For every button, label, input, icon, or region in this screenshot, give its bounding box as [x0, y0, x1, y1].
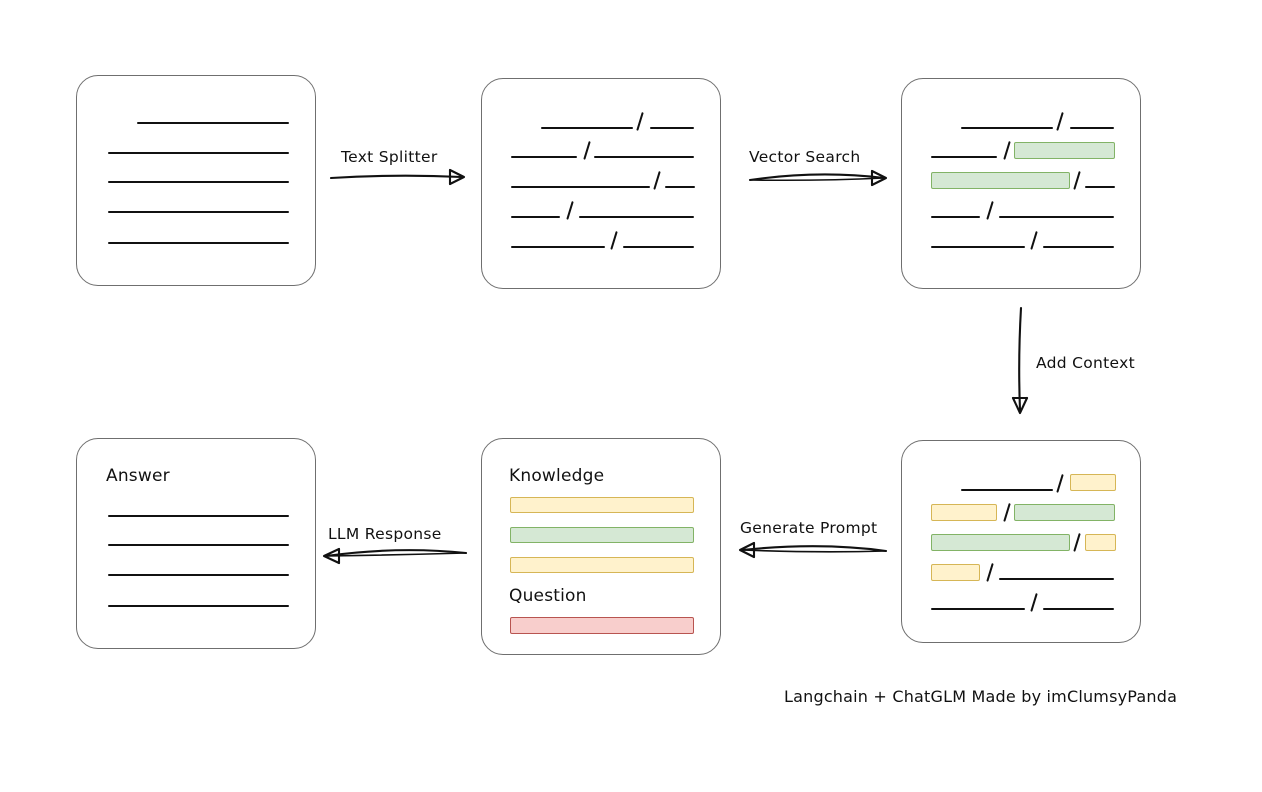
- text-segment: [999, 578, 1114, 580]
- text-segment: [999, 216, 1114, 218]
- text-segment: [1043, 608, 1114, 610]
- text-segment: [579, 216, 694, 218]
- arrow-add-context: [1011, 306, 1029, 415]
- footer-credit: Langchain + ChatGLM Made by imClumsyPand…: [784, 687, 1178, 706]
- context-added-lines: [902, 441, 1140, 642]
- slash-separator: [636, 112, 645, 131]
- text-line: [137, 122, 289, 124]
- text-segment: [623, 246, 694, 248]
- text-line: [108, 211, 289, 213]
- context-chip-yellow[interactable]: [1085, 534, 1116, 551]
- node-answer-box[interactable]: Answer: [76, 438, 316, 649]
- answer-box-content: Answer: [77, 439, 315, 648]
- slash-separator: [1003, 141, 1012, 160]
- text-segment: [1070, 127, 1114, 129]
- arrow-text-splitter: [329, 168, 466, 186]
- slash-separator: [1056, 112, 1065, 131]
- knowledge-chip-green[interactable]: [510, 527, 694, 543]
- text-segment: [511, 216, 560, 218]
- slash-separator: [653, 171, 662, 190]
- text-segment: [594, 156, 694, 158]
- slash-separator: [566, 201, 575, 220]
- knowledge-label: Knowledge: [509, 466, 605, 486]
- text-segment: [931, 246, 1025, 248]
- node-prompt-box[interactable]: Knowledge Question: [481, 438, 721, 655]
- slash-separator: [1030, 593, 1039, 612]
- edge-label-generate-prompt: Generate Prompt: [740, 519, 878, 537]
- slash-separator: [1030, 231, 1039, 250]
- retrieved-chip-green[interactable]: [931, 172, 1070, 189]
- text-segment: [511, 156, 577, 158]
- question-chip-red[interactable]: [510, 617, 694, 634]
- slash-separator: [1003, 503, 1012, 522]
- text-line: [108, 515, 289, 517]
- slash-separator: [986, 563, 995, 582]
- retrieved-chunks-lines: [902, 79, 1140, 288]
- knowledge-chip-yellow[interactable]: [510, 557, 694, 573]
- slash-separator: [1056, 474, 1065, 493]
- edge-label-vector-search: Vector Search: [749, 148, 861, 166]
- arrow-vector-search: [748, 169, 888, 187]
- context-chip-yellow[interactable]: [931, 564, 980, 581]
- text-segment: [1043, 246, 1114, 248]
- knowledge-chip-yellow[interactable]: [510, 497, 694, 513]
- slash-separator: [986, 201, 995, 220]
- edge-label-add-context: Add Context: [1036, 354, 1135, 372]
- text-segment: [931, 216, 980, 218]
- text-segment: [1085, 186, 1115, 188]
- text-segment: [665, 186, 695, 188]
- text-segment: [511, 186, 650, 188]
- text-line: [108, 242, 289, 244]
- split-chunks-lines: [482, 79, 720, 288]
- text-line: [108, 544, 289, 546]
- text-segment: [541, 127, 633, 129]
- text-segment: [511, 246, 605, 248]
- context-chip-yellow[interactable]: [1070, 474, 1116, 491]
- text-segment: [961, 489, 1053, 491]
- prompt-box-content: Knowledge Question: [482, 439, 720, 654]
- arrow-generate-prompt: [738, 541, 888, 559]
- answer-label: Answer: [106, 466, 170, 486]
- context-chip-green[interactable]: [1014, 504, 1115, 521]
- text-segment: [931, 156, 997, 158]
- text-line: [108, 181, 289, 183]
- text-line: [108, 574, 289, 576]
- slash-separator: [1073, 533, 1082, 552]
- context-chip-green[interactable]: [931, 534, 1070, 551]
- edge-label-llm-response: LLM Response: [328, 525, 442, 543]
- text-line: [108, 152, 289, 154]
- arrow-llm-response: [322, 547, 468, 565]
- node-source-document[interactable]: [76, 75, 316, 286]
- question-label: Question: [509, 586, 587, 606]
- node-retrieved-chunks[interactable]: [901, 78, 1141, 289]
- retrieved-chip-green[interactable]: [1014, 142, 1115, 159]
- node-split-chunks[interactable]: [481, 78, 721, 289]
- slash-separator: [1073, 171, 1082, 190]
- text-segment: [650, 127, 694, 129]
- edge-label-text-splitter: Text Splitter: [341, 148, 438, 166]
- source-document-lines: [77, 76, 315, 285]
- text-segment: [961, 127, 1053, 129]
- slash-separator: [610, 231, 619, 250]
- node-context-added[interactable]: [901, 440, 1141, 643]
- slash-separator: [583, 141, 592, 160]
- text-line: [108, 605, 289, 607]
- text-segment: [931, 608, 1025, 610]
- context-chip-yellow[interactable]: [931, 504, 997, 521]
